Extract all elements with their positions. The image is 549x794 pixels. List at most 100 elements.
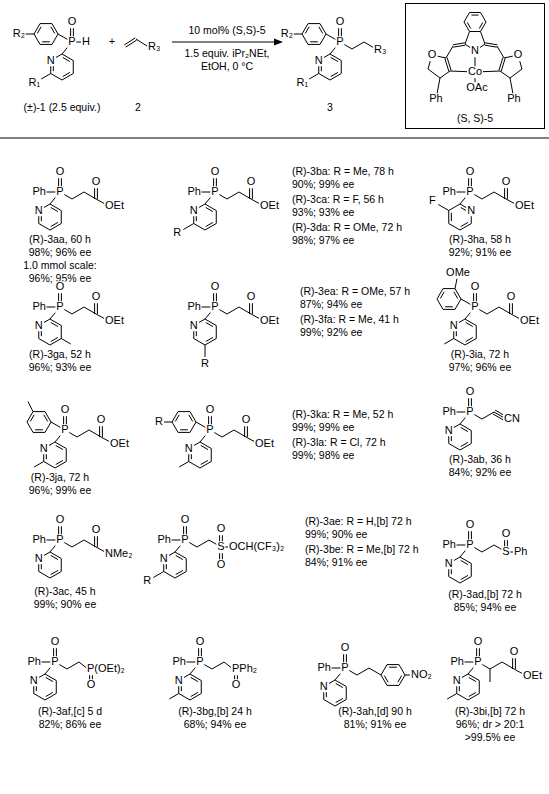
bond	[293, 34, 302, 35]
atom-label: F	[428, 195, 437, 207]
atom-label: P	[465, 539, 474, 551]
atom-label: N	[159, 553, 169, 565]
atom-label: P	[470, 301, 479, 313]
atom-label: O	[501, 176, 512, 188]
bond	[51, 27, 55, 34]
bond	[440, 71, 450, 78]
atom-label: Ph	[172, 656, 187, 668]
bond	[227, 192, 239, 199]
atom-label: R	[142, 575, 152, 587]
atom-label: N	[189, 320, 199, 332]
bond	[438, 205, 448, 211]
bond	[466, 337, 473, 341]
atom-label: O	[91, 176, 102, 188]
compound-caption: (R)-3da: R = OMe, 72 h	[291, 222, 403, 233]
compound-caption: 81%; 91% ee	[343, 719, 407, 730]
atom-label: N	[452, 675, 462, 687]
atom-label: OEt	[259, 200, 280, 212]
compound-caption: (R)-3ab, 36 h	[448, 454, 512, 465]
compound-caption: (R)-3bi,[b] 72 h	[454, 706, 526, 717]
bond	[180, 429, 188, 430]
bond	[51, 555, 58, 559]
compound-caption: 1.5 equiv. iPr₂NEt,	[184, 48, 271, 59]
bond	[369, 668, 381, 675]
compound-caption: (R)-3la: R = Cl, 72 h	[291, 437, 387, 448]
bond	[51, 337, 58, 341]
compound-caption: (R)-3ca: R = F, 56 h	[291, 194, 385, 205]
bond	[222, 430, 234, 437]
catalyst-box: (S, S)-5	[405, 3, 545, 129]
compound-caption: (R)-3be: R = Me,[b] 72 h	[304, 544, 420, 555]
atom-label: O	[509, 646, 520, 658]
atom-label: OEt	[259, 315, 280, 327]
atom-label: Ph	[27, 656, 42, 668]
bond	[179, 462, 189, 468]
bond	[331, 57, 338, 61]
compound-caption: (R)-3ka: R = Me, 52 h	[291, 409, 394, 420]
bond	[25, 34, 34, 35]
atom-label: Ph	[187, 186, 202, 198]
bond	[51, 322, 58, 326]
bond	[482, 412, 494, 419]
bond	[37, 27, 41, 34]
bond	[451, 213, 452, 221]
bond	[485, 43, 497, 45]
atom-label: OEt	[254, 438, 275, 450]
atom-label: P	[67, 36, 76, 48]
bond	[227, 307, 239, 314]
bond	[136, 39, 147, 46]
atom-label: O	[216, 559, 227, 571]
bond	[357, 668, 369, 675]
bond	[51, 207, 58, 211]
bond	[42, 41, 50, 42]
atom-label: N	[444, 558, 454, 570]
atom-label: Ph	[187, 301, 202, 313]
atom-label: R₂	[280, 28, 294, 40]
atom-label: O	[210, 281, 221, 293]
compound-caption: 10 mol% (S,S)-5	[187, 25, 266, 36]
ring	[172, 412, 196, 433]
bond	[183, 224, 193, 230]
compound-caption: 99%; 92% ee	[299, 327, 363, 338]
atom-label: H	[81, 36, 91, 48]
atom-label: OEt	[109, 438, 130, 450]
atom-label: P	[55, 534, 64, 546]
bond	[205, 345, 206, 357]
bond	[67, 662, 79, 669]
compound-caption: (R)-3ha, 58 h	[448, 234, 512, 245]
atom-label: N	[174, 675, 184, 687]
atom-label: OEt	[522, 670, 543, 682]
atom-label: O	[246, 176, 257, 188]
atom-label: P	[465, 406, 474, 418]
ring	[381, 665, 405, 686]
atom-label: P	[180, 534, 189, 546]
atom-label: O	[205, 404, 216, 416]
compound-caption: 1.0 mmol scale:	[22, 260, 98, 271]
ring	[464, 12, 486, 31]
compound-caption: EtOH, 0 °C	[200, 61, 254, 72]
compound-caption: (R)-3fa: R = Me, 41 h	[299, 314, 400, 325]
bond	[169, 694, 179, 700]
bond	[471, 15, 478, 16]
atom-label: O	[91, 524, 102, 536]
atom-label: R₁	[27, 77, 41, 89]
atom-label: N	[34, 320, 44, 332]
bond	[189, 415, 193, 422]
bond	[77, 430, 89, 437]
compound-caption: 99%; 98% ee	[291, 450, 355, 461]
atom-label: P	[55, 301, 64, 313]
bond	[51, 570, 58, 574]
atom-label: O	[241, 414, 252, 426]
compound-caption: 99%; 90% ee	[33, 599, 97, 610]
bond	[126, 40, 137, 47]
catalyst-label: (S, S)-5	[406, 112, 544, 124]
bond	[428, 69, 440, 78]
atom-label: O	[216, 523, 227, 535]
atom-label: N	[449, 320, 459, 332]
bond	[191, 692, 198, 696]
bond	[389, 667, 397, 668]
bond	[479, 22, 483, 28]
atom-label: Ph	[442, 186, 457, 198]
bond	[206, 222, 213, 226]
bond	[72, 307, 84, 314]
